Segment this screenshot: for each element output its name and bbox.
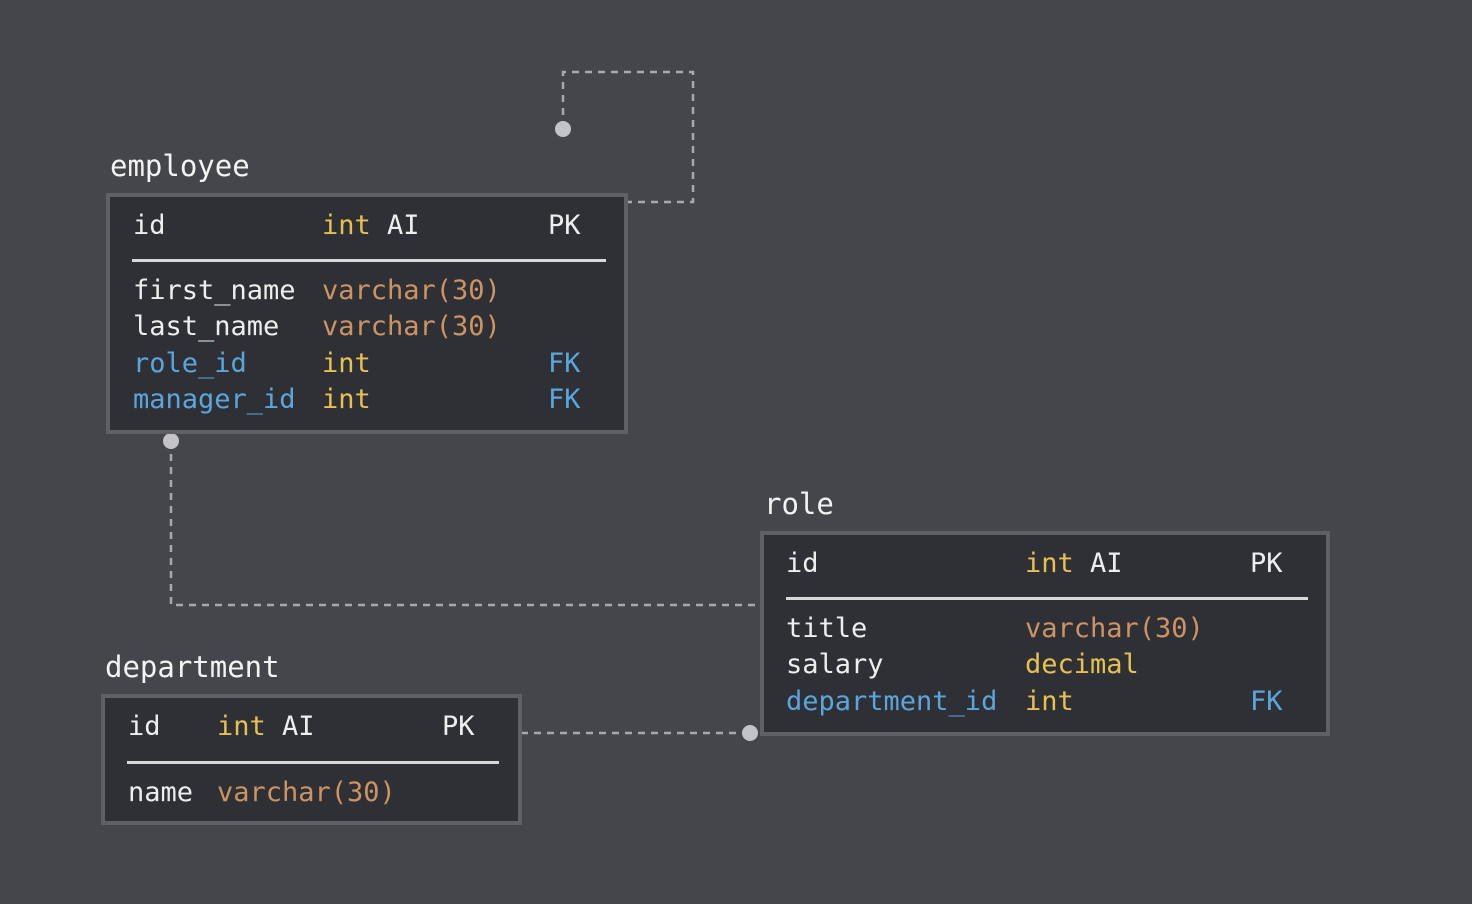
table-department[interactable]: id int AI PK name varchar(30) [101,694,522,825]
header-divider [786,597,1308,600]
table-employee[interactable]: id int AI PK first_name varchar(30) last… [106,193,628,434]
type-int: int [1025,548,1074,579]
column-name: salary [786,649,884,680]
table-title-employee: employee [110,149,250,183]
foreign-key-badge: FK [548,384,581,415]
column-name: last_name [133,311,280,342]
column-name: first_name [133,275,296,306]
connector-end-dot [163,433,179,449]
foreign-key-badge: FK [1250,686,1283,717]
column-name: manager_id [133,384,296,415]
type-int: int [322,210,371,241]
column-type: decimal [1025,649,1139,680]
column-type: int [322,348,371,379]
column-name: department_id [786,686,998,717]
table-title-department: department [105,650,280,684]
column-name: role_id [133,348,247,379]
column-name: title [786,613,868,644]
column-name: id [786,548,819,579]
auto-increment: AI [387,210,420,241]
column-type: varchar(30) [1025,613,1204,644]
column-type: int AI [217,711,315,743]
column-type: int AI [1025,548,1123,580]
connector-employee-role [169,441,760,607]
header-divider [127,761,499,764]
auto-increment: AI [1090,548,1123,579]
type-int: int [217,711,266,742]
connector-end-dot [555,121,571,137]
table-role[interactable]: id int AI PK title varchar(30) salary de… [760,531,1330,736]
connector-employee-self [561,70,695,204]
foreign-key-badge: FK [548,348,581,379]
primary-key-badge: PK [548,210,581,241]
column-type: int [322,384,371,415]
column-type: int AI [322,210,420,242]
connector-end-dot [742,725,758,741]
primary-key-badge: PK [442,711,475,742]
header-divider [132,259,606,262]
column-type: int [1025,686,1074,717]
column-type: varchar(30) [217,777,396,808]
column-type: varchar(30) [322,275,501,306]
column-name: id [128,711,161,742]
column-name: name [128,777,194,808]
column-type: varchar(30) [322,311,501,342]
column-name: id [133,210,166,241]
primary-key-badge: PK [1250,548,1283,579]
auto-increment: AI [282,711,315,742]
table-title-role: role [764,487,834,521]
